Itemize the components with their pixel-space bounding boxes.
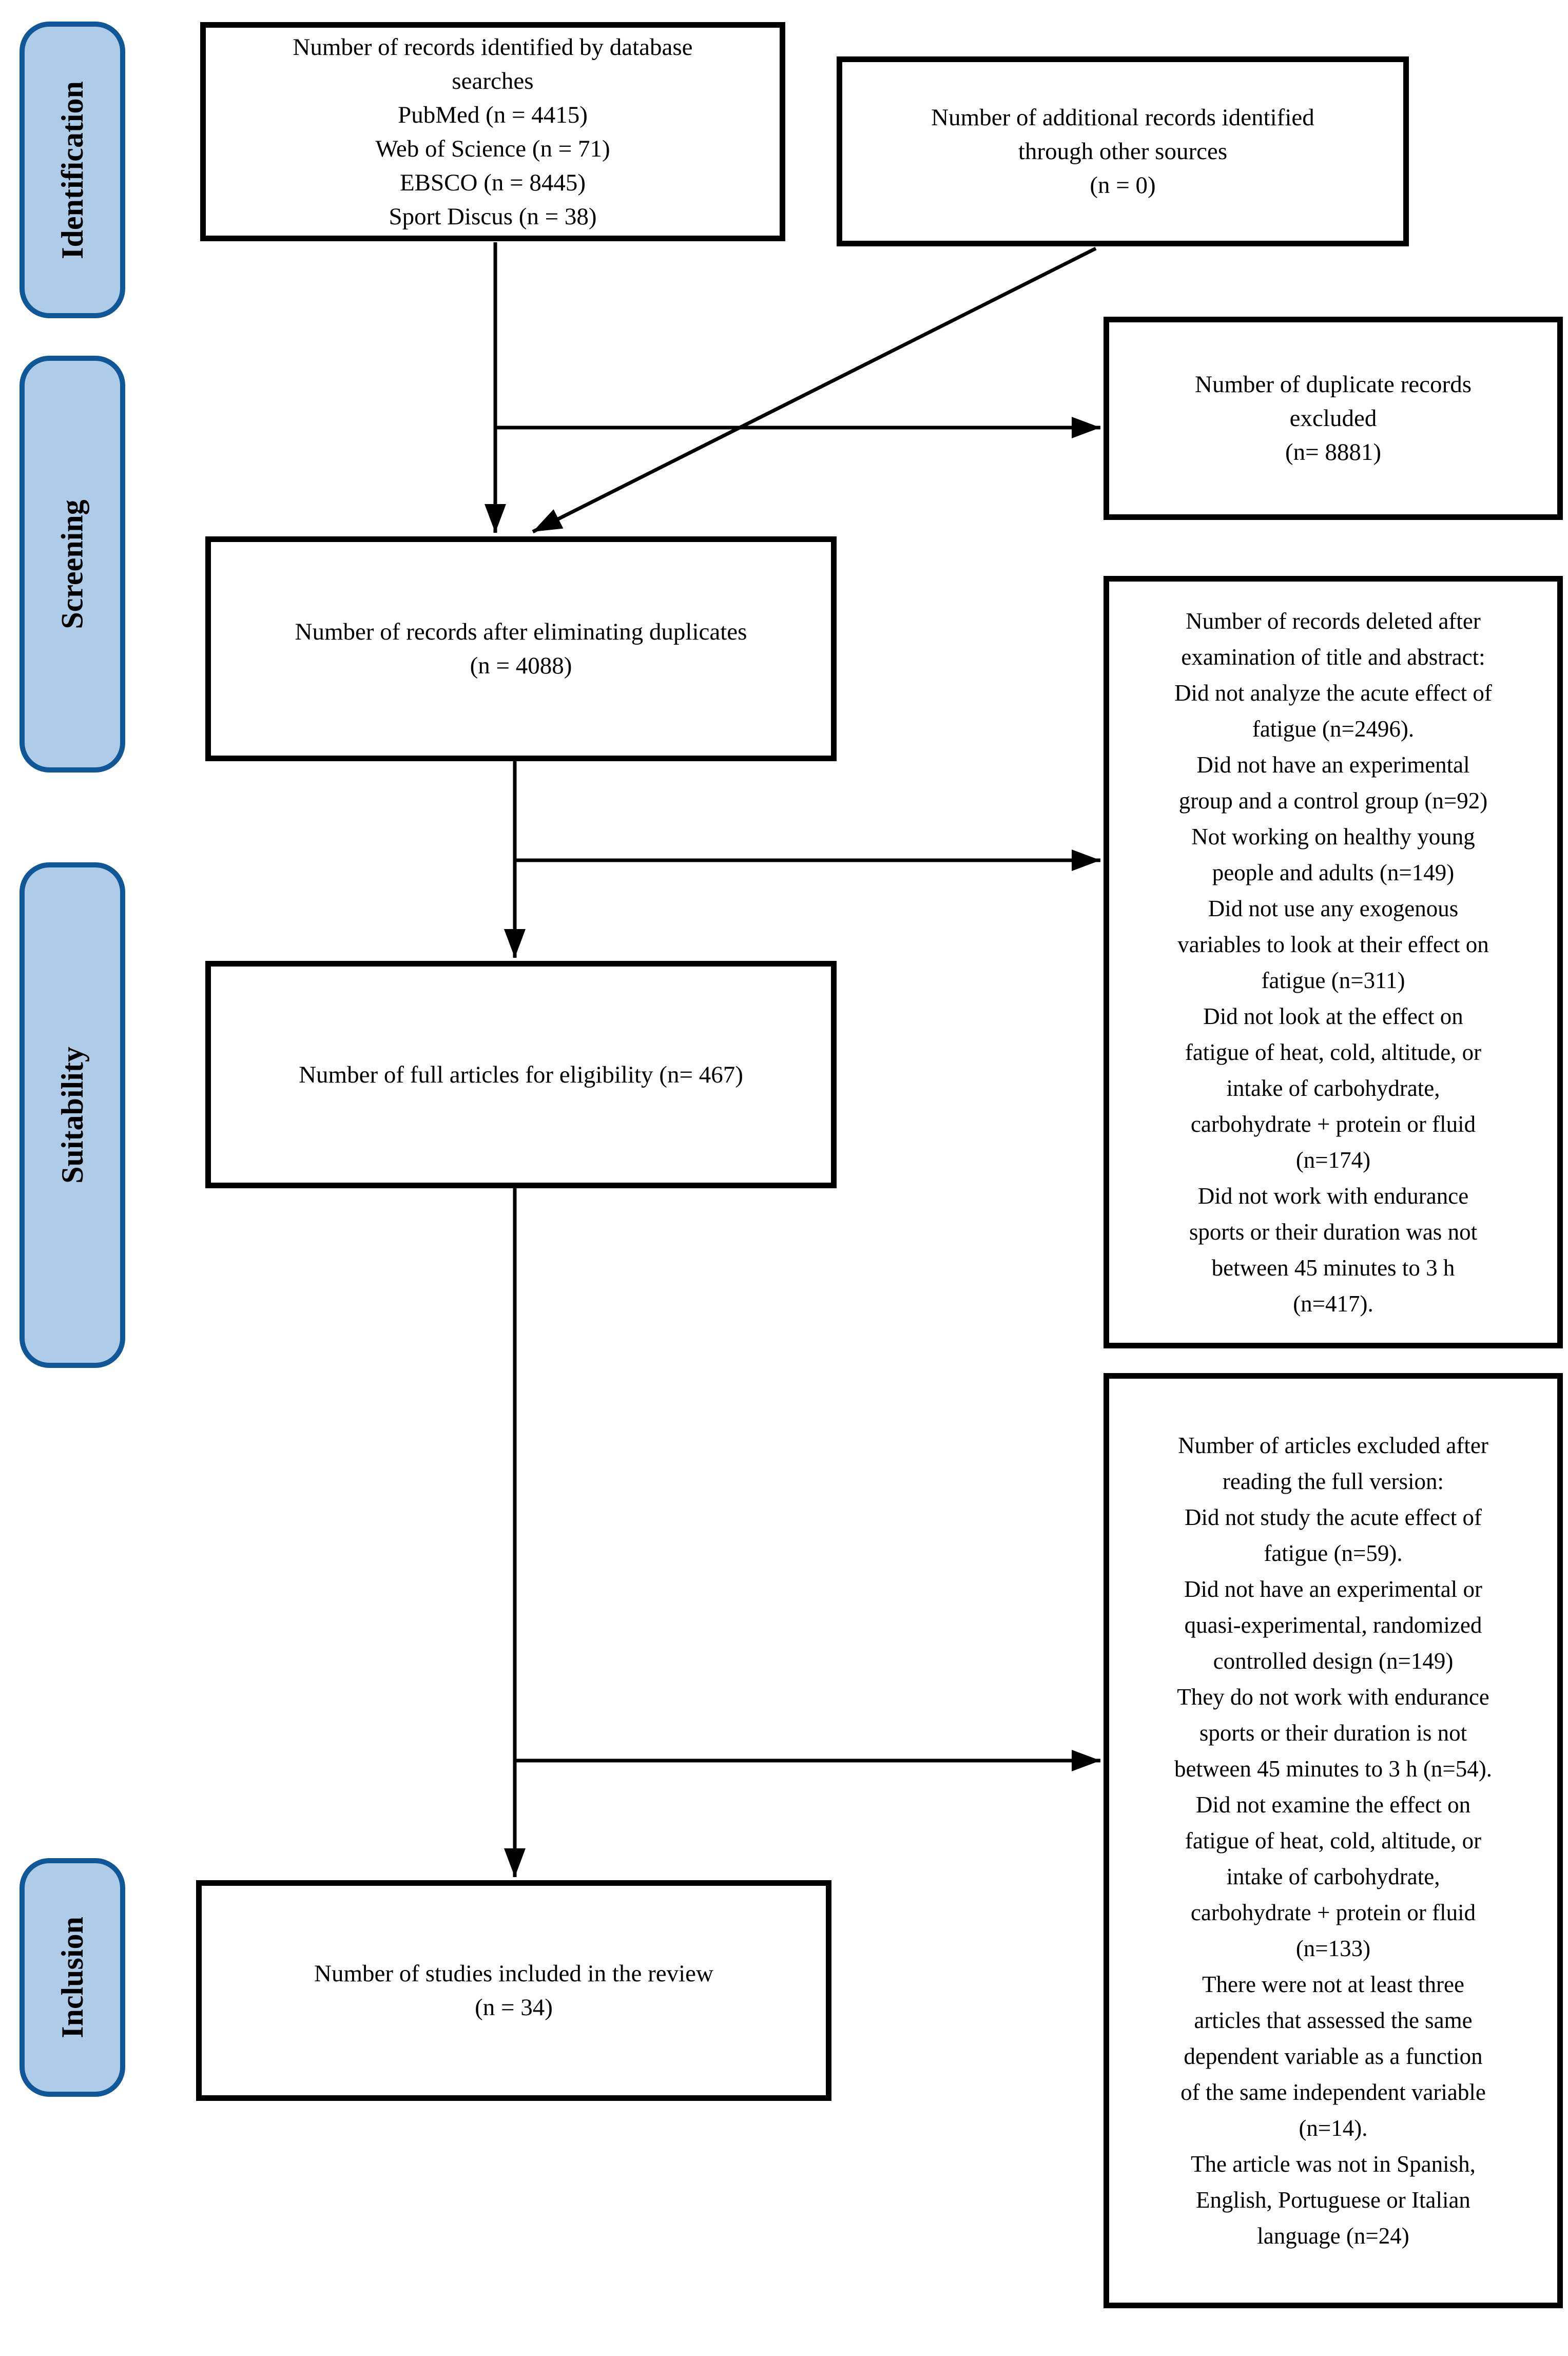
box-additional-records-text: Number of additional records identified … xyxy=(931,104,1314,199)
box-after-duplicates: Number of records after eliminating dupl… xyxy=(205,536,837,761)
box-studies-included-text: Number of studies included in the review… xyxy=(314,1960,713,2021)
box-fulltext-excluded-text: Number of articles excluded after readin… xyxy=(1174,1433,1492,2249)
box-records-identified: Number of records identified by database… xyxy=(200,22,785,241)
arrow-additional-to-after-duplicates xyxy=(532,246,1097,534)
stage-inclusion: Inclusion xyxy=(20,1858,125,2097)
box-title-abstract-excluded-text: Number of records deleted after examinat… xyxy=(1174,608,1492,1317)
stage-identification-label: Identification xyxy=(55,81,89,259)
box-records-identified-text: Number of records identified by database… xyxy=(293,33,693,230)
box-after-duplicates-text: Number of records after eliminating dupl… xyxy=(295,619,747,679)
box-studies-included: Number of studies included in the review… xyxy=(196,1880,831,2101)
box-title-abstract-excluded: Number of records deleted after examinat… xyxy=(1104,576,1563,1348)
box-fulltext-excluded: Number of articles excluded after readin… xyxy=(1104,1373,1563,2308)
box-full-articles-eligibility: Number of full articles for eligibility … xyxy=(205,961,837,1188)
stage-screening: Screening xyxy=(20,356,125,773)
box-full-articles-eligibility-text: Number of full articles for eligibility … xyxy=(299,1061,743,1088)
stage-identification: Identification xyxy=(20,22,125,318)
stage-suitability-label: Suitability xyxy=(55,1047,89,1184)
stage-inclusion-label: Inclusion xyxy=(55,1917,89,2038)
box-duplicates-excluded-text: Number of duplicate records excluded (n=… xyxy=(1195,371,1472,466)
stage-suitability: Suitability xyxy=(20,862,125,1368)
stage-screening-label: Screening xyxy=(55,499,89,629)
box-duplicates-excluded: Number of duplicate records excluded (n=… xyxy=(1104,317,1563,520)
box-additional-records: Number of additional records identified … xyxy=(837,56,1409,246)
